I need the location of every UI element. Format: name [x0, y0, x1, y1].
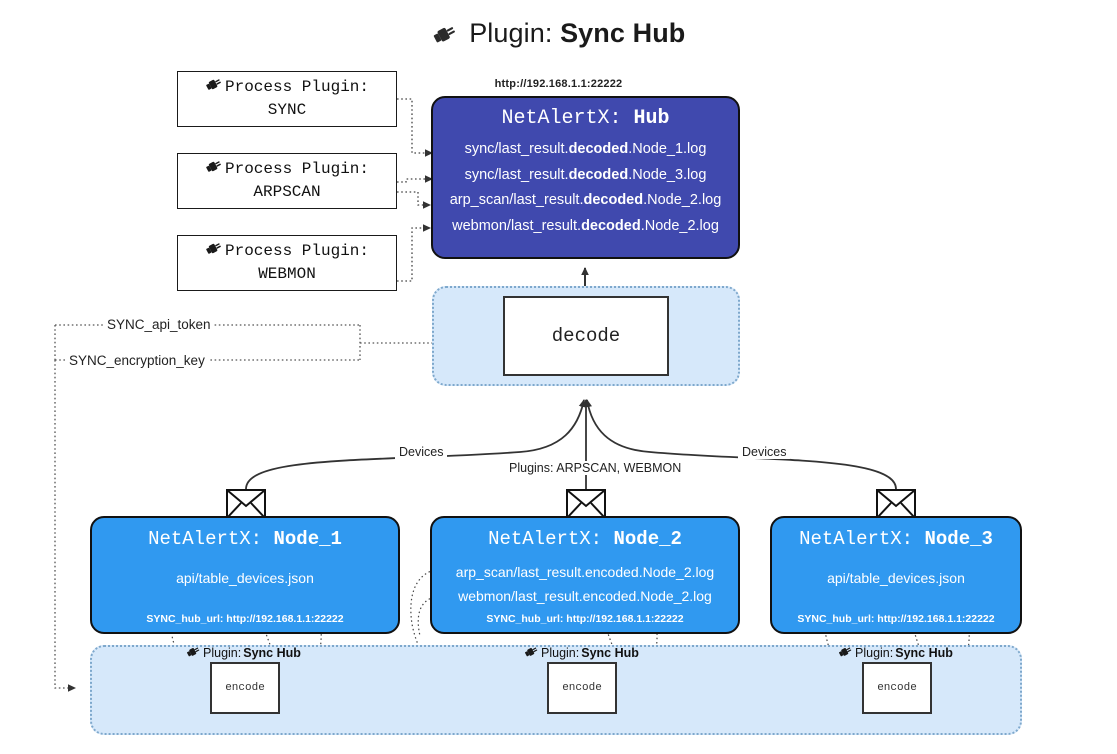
sync-api-token-label: SYNC_api_token	[104, 317, 214, 332]
process-plugin-label: Process Plugin:	[224, 242, 370, 261]
log-post: .Node_2.log	[640, 217, 719, 234]
encode-box-2[interactable]: encode	[547, 662, 617, 714]
log-em: decoded	[568, 141, 629, 157]
encoder-caption-value: Sync Hub	[581, 646, 639, 660]
log-em: decoded	[581, 217, 641, 234]
node-title: NetAlertX: Node_1	[92, 528, 398, 550]
node-card-node-2[interactable]: NetAlertX: Node_2 arp_scan/last_result.e…	[430, 516, 740, 634]
node-prefix: NetAlertX:	[148, 528, 263, 550]
encoder-caption-2: Plugin: Sync Hub	[524, 645, 639, 661]
plug-icon	[186, 645, 201, 661]
page-title-value: Sync Hub	[560, 18, 686, 48]
log-pre: sync/last_result.	[464, 166, 569, 183]
hub-url: http://192.168.1.1:22222	[494, 78, 623, 90]
envelope-icon	[566, 489, 606, 519]
hub-log-item: sync/last_result.decoded.Node_3.log	[433, 163, 738, 189]
encoder-caption-value: Sync Hub	[895, 646, 953, 660]
hub-log-item: webmon/last_result.decoded.Node_2.log	[433, 214, 738, 240]
process-plugin-webmon[interactable]: Process Plugin: WEBMON	[177, 235, 397, 291]
process-plugin-arpscan[interactable]: Process Plugin: ARPSCAN	[177, 153, 397, 209]
page-title-label: Plugin:	[469, 18, 553, 48]
plug-icon	[205, 76, 223, 100]
hub-card[interactable]: NetAlertX: Hub sync/last_result.decoded.…	[431, 96, 740, 259]
log-em: decoded	[568, 166, 629, 183]
node-path-list: api/table_devices.json	[92, 560, 398, 590]
node-path-list: arp_scan/last_result.encoded.Node_2.log …	[432, 560, 738, 608]
encoder-caption-label: Plugin:	[855, 646, 894, 660]
edge-label-plugins: Plugins: ARPSCAN, WEBMON	[505, 461, 686, 475]
node-prefix: NetAlertX:	[799, 528, 914, 550]
hub-title: NetAlertX: Hub	[433, 107, 738, 130]
plug-icon	[838, 645, 853, 661]
node-name: Node_1	[273, 528, 342, 550]
edge-label-devices-right: Devices	[738, 445, 791, 459]
edge-label-devices-left: Devices	[395, 445, 448, 459]
hub-name: Hub	[633, 107, 670, 130]
encoder-caption-label: Plugin:	[203, 646, 242, 660]
process-plugin-value: WEBMON	[258, 265, 316, 283]
process-plugin-value: SYNC	[267, 101, 307, 119]
node-path-item: arp_scan/last_result.encoded.Node_2.log	[455, 564, 715, 580]
encoder-caption-3: Plugin: Sync Hub	[838, 645, 953, 661]
encoder-caption-value: Sync Hub	[243, 646, 301, 660]
node-card-node-1[interactable]: NetAlertX: Node_1 api/table_devices.json…	[90, 516, 400, 634]
log-pre: webmon/last_result.	[452, 217, 582, 234]
plug-icon	[432, 21, 466, 51]
encoder-caption-label: Plugin:	[541, 646, 580, 660]
log-pre: sync/last_result.	[464, 141, 569, 157]
node-name: Node_2	[613, 528, 682, 550]
log-pre: arp_scan/last_result.	[449, 192, 584, 209]
node-path-item: api/table_devices.json	[176, 570, 314, 586]
log-em: decoded	[583, 192, 644, 209]
log-post: .Node_1.log	[628, 141, 707, 157]
encode-box-1[interactable]: encode	[210, 662, 280, 714]
sync-encryption-key-label: SYNC_encryption_key	[66, 353, 208, 368]
node-hub-url: SYNC_hub_url: http://192.168.1.1:22222	[797, 613, 995, 625]
node-hub-url: SYNC_hub_url: http://192.168.1.1:22222	[146, 613, 344, 625]
process-plugin-sync[interactable]: Process Plugin: SYNC	[177, 71, 397, 127]
hub-log-item: arp_scan/last_result.decoded.Node_2.log	[433, 188, 738, 214]
node-prefix: NetAlertX:	[488, 528, 603, 550]
node-name: Node_3	[924, 528, 993, 550]
page-title: Plugin: Sync Hub	[0, 18, 1117, 52]
node-path-list: api/table_devices.json	[772, 560, 1020, 590]
envelope-icon	[226, 489, 266, 519]
node-title: NetAlertX: Node_2	[432, 528, 738, 550]
plug-icon	[205, 158, 223, 182]
encoder-caption-1: Plugin: Sync Hub	[186, 645, 301, 661]
hub-log-list: sync/last_result.decoded.Node_1.log sync…	[433, 137, 738, 239]
plug-icon	[524, 645, 539, 661]
encode-box-3[interactable]: encode	[862, 662, 932, 714]
log-post: .Node_2.log	[643, 192, 722, 209]
process-plugin-value: ARPSCAN	[253, 183, 321, 201]
node-path-item: webmon/last_result.encoded.Node_2.log	[458, 588, 712, 605]
node-card-node-3[interactable]: NetAlertX: Node_3 api/table_devices.json…	[770, 516, 1022, 634]
decode-box[interactable]: decode	[503, 296, 669, 376]
node-path-item: api/table_devices.json	[827, 570, 965, 586]
envelope-icon	[876, 489, 916, 519]
process-plugin-label: Process Plugin:	[224, 160, 370, 179]
process-plugin-label: Process Plugin:	[224, 78, 370, 97]
node-title: NetAlertX: Node_3	[772, 528, 1020, 550]
node-hub-url: SYNC_hub_url: http://192.168.1.1:22222	[486, 613, 684, 625]
plug-icon	[205, 240, 223, 264]
hub-log-item: sync/last_result.decoded.Node_1.log	[433, 137, 738, 163]
hub-prefix: NetAlertX:	[501, 107, 622, 130]
log-post: .Node_3.log	[628, 166, 707, 183]
